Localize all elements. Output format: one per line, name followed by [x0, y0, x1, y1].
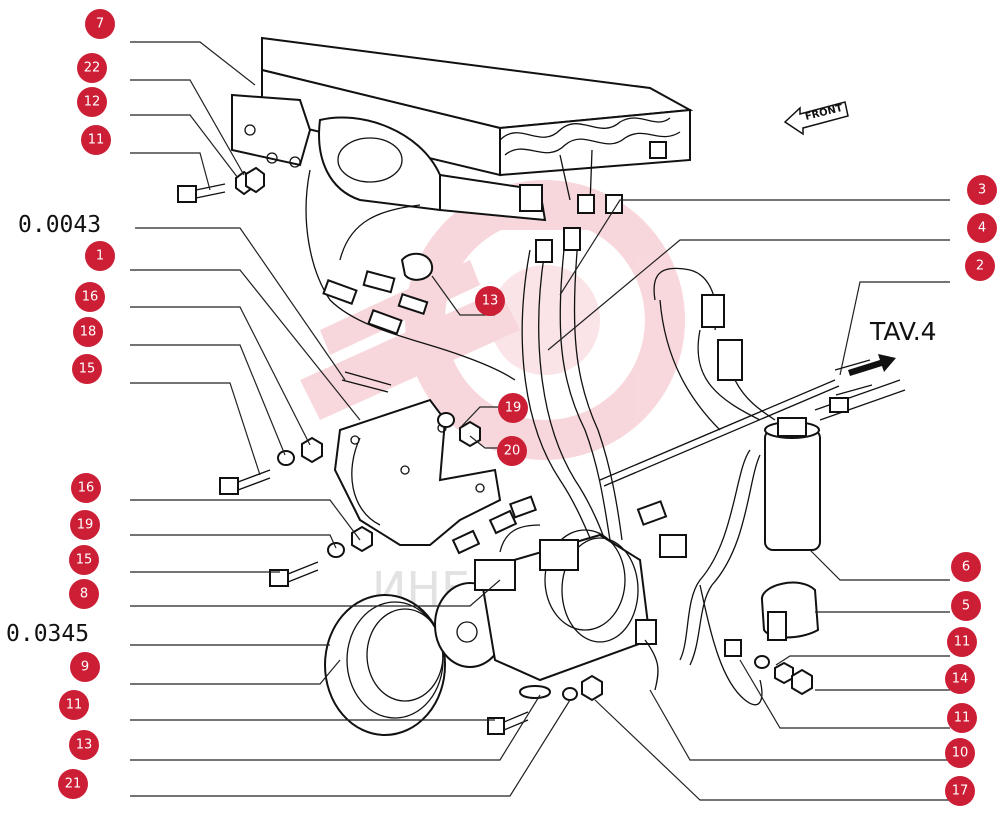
- reference-code-top: 0.0043: [18, 212, 101, 238]
- callout-badge-13-inline: 13: [475, 286, 505, 316]
- svg-text:17: 17: [952, 784, 969, 799]
- watermark-logo: [300, 180, 685, 460]
- svg-text:9: 9: [81, 660, 89, 675]
- svg-text:3: 3: [978, 183, 986, 198]
- left-callouts: 7 22 12 11 1 16 18 15 16 19 15 8 9 11 13…: [58, 9, 115, 799]
- callout-badge-6: 6: [951, 552, 981, 582]
- svg-text:11: 11: [954, 711, 971, 726]
- table-reference-arrow: [848, 354, 896, 376]
- svg-text:19: 19: [505, 401, 522, 416]
- svg-text:14: 14: [952, 672, 969, 687]
- callout-badge-7: 7: [85, 9, 115, 39]
- compressor-bracket: [333, 398, 502, 546]
- svg-text:6: 6: [962, 560, 970, 575]
- callout-badge-8: 8: [69, 579, 99, 609]
- callout-badge-11b: 11: [59, 690, 89, 720]
- svg-text:10: 10: [952, 746, 969, 761]
- callout-badge-15: 15: [72, 354, 102, 384]
- callout-badge-17: 17: [945, 776, 975, 806]
- svg-text:4: 4: [978, 221, 986, 236]
- callout-badge-14: 14: [945, 664, 975, 694]
- callout-badge-4: 4: [967, 213, 997, 243]
- callout-badge-19-inline: 19: [498, 393, 528, 423]
- svg-text:18: 18: [80, 325, 97, 340]
- pressure-switch-harness: [653, 267, 906, 431]
- receiver-drier: [679, 417, 821, 666]
- callout-badge-2: 2: [965, 251, 995, 281]
- svg-text:21: 21: [65, 777, 82, 792]
- svg-text:11: 11: [954, 635, 971, 650]
- svg-text:11: 11: [88, 133, 105, 148]
- svg-text:16: 16: [82, 290, 99, 305]
- callout-badge-11d: 11: [947, 703, 977, 733]
- svg-text:13: 13: [482, 294, 499, 309]
- callout-badge-16b: 16: [71, 473, 101, 503]
- table-reference-label: TAV.4: [869, 317, 937, 346]
- svg-text:15: 15: [76, 553, 93, 568]
- callout-badge-16: 16: [75, 282, 105, 312]
- reference-code-middle: 0.0345: [6, 621, 89, 647]
- front-direction-arrow: FRONT: [783, 101, 849, 136]
- svg-text:13: 13: [76, 738, 93, 753]
- callout-badge-11c: 11: [947, 627, 977, 657]
- svg-text:5: 5: [962, 599, 970, 614]
- hardware-bottom: [487, 674, 603, 735]
- leader-lines: [130, 41, 950, 801]
- svg-text:22: 22: [84, 61, 101, 76]
- svg-text:11: 11: [66, 698, 83, 713]
- assembly-drawing: FRONT: [177, 36, 906, 736]
- callout-badge-18: 18: [73, 317, 103, 347]
- svg-text:15: 15: [79, 362, 96, 377]
- svg-text:8: 8: [80, 587, 88, 602]
- callout-badge-12: 12: [77, 87, 107, 117]
- callout-badge-15b: 15: [69, 545, 99, 575]
- compressor: [324, 524, 652, 736]
- callout-badge-5: 5: [951, 591, 981, 621]
- callout-badge-9: 9: [70, 652, 100, 682]
- callout-badge-1: 1: [85, 241, 115, 271]
- svg-text:19: 19: [77, 518, 94, 533]
- evaporator-unit: [231, 36, 694, 222]
- svg-text:16: 16: [78, 481, 95, 496]
- clamp-band: [761, 581, 820, 641]
- callout-badge-3: 3: [967, 175, 997, 205]
- callout-badge-13: 13: [69, 730, 99, 760]
- callout-badge-20-inline: 20: [497, 436, 527, 466]
- svg-text:1: 1: [96, 249, 104, 264]
- callout-badge-21: 21: [58, 769, 88, 799]
- callout-badge-10: 10: [945, 738, 975, 768]
- svg-text:7: 7: [96, 17, 104, 32]
- hardware-left: [177, 166, 481, 587]
- svg-text:20: 20: [504, 444, 521, 459]
- callout-badge-11: 11: [81, 125, 111, 155]
- inline-callouts: 13 19 20: [475, 286, 528, 466]
- svg-text:2: 2: [976, 259, 984, 274]
- ground-strap: [699, 584, 813, 706]
- callout-badge-22: 22: [77, 53, 107, 83]
- callout-badge-19: 19: [70, 510, 100, 540]
- svg-text:12: 12: [84, 95, 101, 110]
- right-callouts: 3 4 2 6 5 11 14 11 10 17: [945, 175, 997, 806]
